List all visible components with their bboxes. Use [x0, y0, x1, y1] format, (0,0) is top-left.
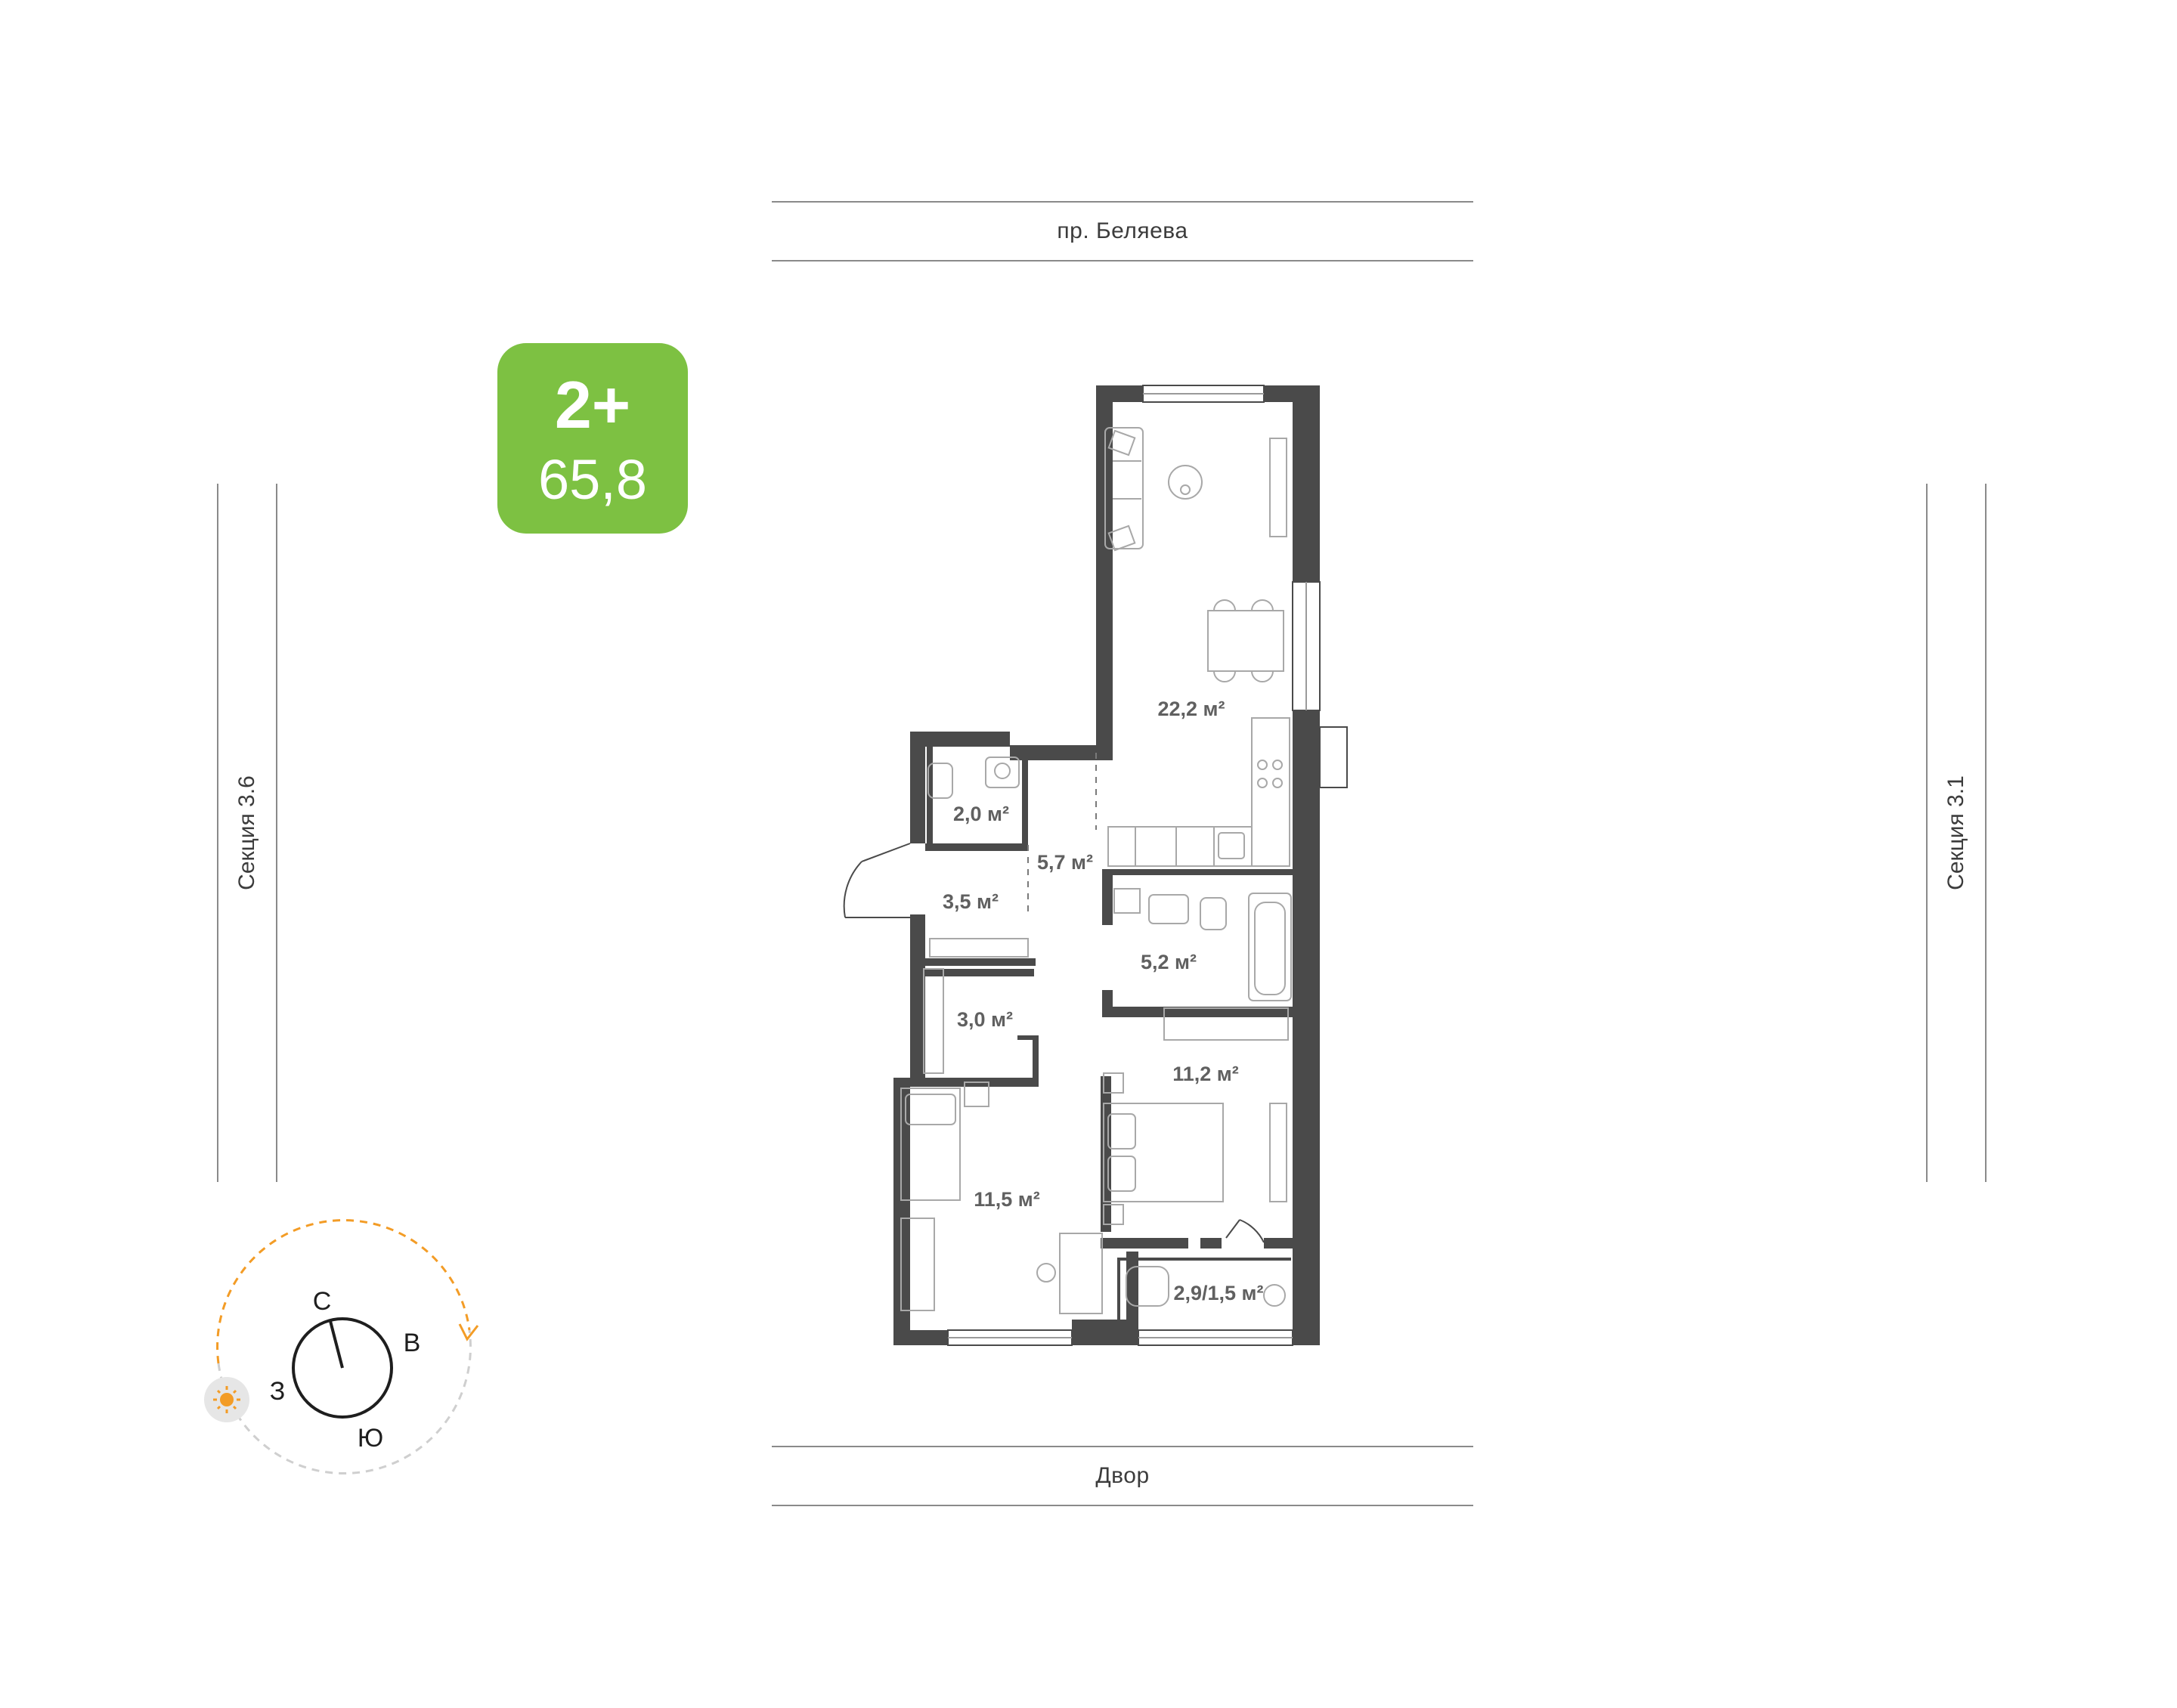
room-area-storage: 3,0 м²	[957, 1008, 1013, 1031]
bed-icon	[1103, 1103, 1224, 1202]
compass-north: С	[313, 1287, 332, 1316]
window-lines	[948, 393, 1307, 1338]
table-icon	[1207, 610, 1284, 672]
plant-icon	[1263, 1284, 1286, 1307]
compass-south: Ю	[358, 1424, 383, 1453]
sun-icon	[204, 1377, 249, 1422]
street-top-label: пр. Беляева	[1057, 218, 1188, 243]
room-area-entry: 3,5 м²	[943, 890, 999, 913]
stove-icon	[1257, 760, 1268, 770]
street-top: пр. Беляева	[772, 201, 1473, 261]
room-area-bedroom-left: 11,5 м²	[974, 1188, 1040, 1211]
sofa-icon	[1104, 427, 1144, 549]
street-bottom: Двор	[772, 1446, 1473, 1506]
section-right: Секция 3.1	[1926, 484, 1987, 1182]
apartment-badge: 2+ 65,8	[497, 343, 688, 534]
compass-east: В	[404, 1329, 421, 1357]
street-bottom-label: Двор	[1095, 1463, 1150, 1488]
balcony	[1117, 726, 1348, 1327]
sink-icon	[1218, 832, 1245, 859]
compass-west: З	[270, 1377, 286, 1406]
bed-icon	[900, 1088, 961, 1201]
room-area-bath-small: 2,0 м²	[953, 803, 1009, 825]
walls	[893, 385, 1320, 1345]
room-area-hall: 5,7 м²	[1037, 851, 1093, 874]
room-area-living: 22,2 м²	[1157, 698, 1225, 720]
compass-icon: С В Ю З	[204, 1219, 479, 1474]
total-area: 65,8	[537, 448, 648, 511]
room-area-bath-large: 5,2 м²	[1141, 951, 1197, 973]
door-swing-icon	[843, 843, 911, 918]
armchair-icon	[1126, 1266, 1169, 1307]
section-left: Секция 3.6	[217, 484, 277, 1182]
bathtub-icon	[1248, 893, 1292, 1001]
balcony-door-icon	[1225, 1219, 1265, 1243]
partitions	[1027, 753, 1097, 914]
sink-icon	[985, 757, 1020, 788]
furniture	[900, 427, 1292, 1314]
room-area-bedroom-right: 11,2 м²	[1172, 1063, 1239, 1085]
room-labels: 22,2 м² 2,0 м² 5,7 м² 3,5 м² 5,2 м² 3,0 …	[943, 698, 1264, 1304]
room-area-balcony: 2,9/1,5 м²	[1173, 1282, 1263, 1304]
toilet-icon	[927, 763, 953, 799]
rooms-count: 2+	[554, 367, 631, 442]
